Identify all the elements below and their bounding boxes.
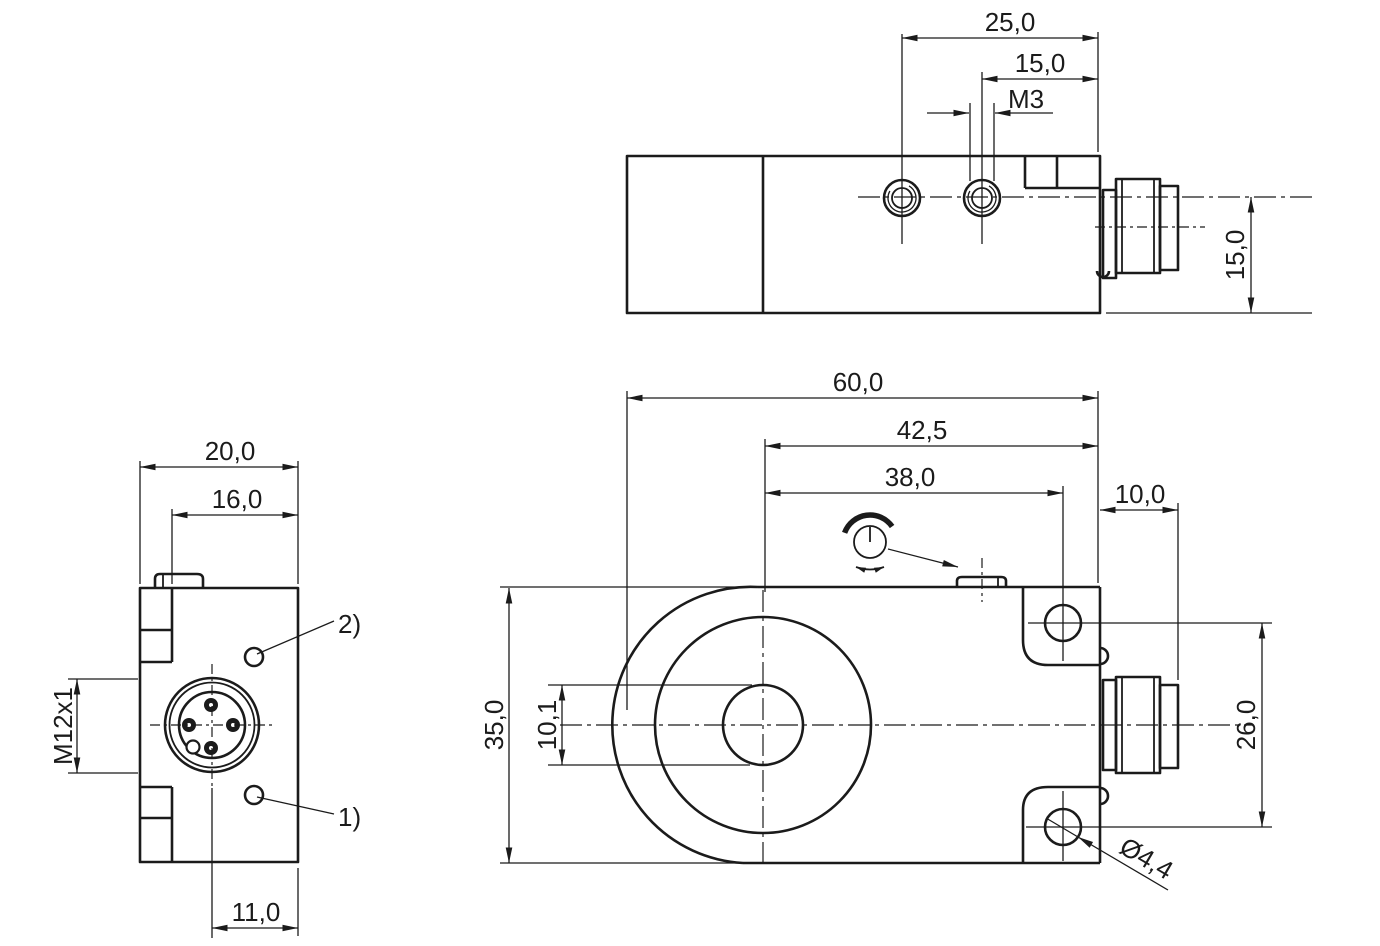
callout-led-2-label: 2): [338, 609, 361, 639]
dim-16-0-label: 16,0: [212, 484, 263, 514]
led-indicator-2: [243, 646, 265, 668]
connector-keyway-notch: [185, 739, 201, 755]
dim-42-5-label: 42,5: [897, 415, 948, 445]
side-view-body-outline: [138, 572, 300, 864]
dim-m3: M3: [927, 84, 1053, 181]
top-view-centerlines: [858, 34, 1312, 244]
callout-led-2: 2): [256, 609, 361, 655]
dim-10-1-label: 10,1: [532, 700, 562, 751]
callout-led-1: 1): [256, 796, 361, 832]
m12-connector-face: [150, 664, 276, 938]
dim-26-0-label: 26,0: [1231, 700, 1261, 751]
potentiometer-adjust-icon: [842, 512, 959, 573]
dim-25-0: 25,0: [902, 7, 1099, 152]
dim-26-0: 26,0: [1231, 623, 1266, 827]
dim-15-0-side-label: 15,0: [1220, 230, 1250, 281]
dim-15-0-top: 15,0: [982, 48, 1098, 83]
dim-10-0: 10,0: [1100, 479, 1179, 680]
dim-20-0: 20,0: [139, 436, 299, 584]
dim-25-0-label: 25,0: [985, 7, 1036, 37]
dim-60-0: 60,0: [626, 367, 1099, 710]
front-view-body-outline: [500, 575, 1110, 865]
front-view-centerlines: [560, 486, 1272, 866]
dim-38-0: 38,0: [765, 462, 1063, 497]
dim-m12x1-label: M12x1: [48, 687, 78, 765]
connector-pins: [182, 698, 240, 755]
dim-dia-4-4: Ø4,4: [1045, 817, 1178, 891]
dim-10-1: 10,1: [532, 684, 752, 766]
dim-11-0: 11,0: [212, 868, 299, 936]
dim-60-0-label: 60,0: [833, 367, 884, 397]
dim-38-0-label: 38,0: [885, 462, 936, 492]
dim-42-5: 42,5: [764, 415, 1098, 592]
callout-led-1-label: 1): [338, 802, 361, 832]
dim-m12x1: M12x1: [48, 678, 138, 774]
dim-35-0: 35,0: [479, 588, 513, 863]
dim-35-0-label: 35,0: [479, 700, 509, 751]
top-view: 25,0 15,0 M3 15,0: [625, 7, 1312, 315]
side-view: 2) 1) 20,0 16,0 M12x1 11,0: [48, 436, 361, 938]
m12-connector-side-profile-top: [1095, 177, 1180, 280]
top-view-body-outline: [625, 154, 1102, 315]
dim-11-0-label: 11,0: [232, 897, 281, 927]
dim-15-0-side: 15,0: [1106, 197, 1312, 314]
dim-20-0-label: 20,0: [205, 436, 256, 466]
potentiometer-bump: [955, 575, 1008, 587]
dim-16-0: 16,0: [171, 484, 298, 584]
led-indicator-1: [243, 784, 265, 806]
dim-10-0-label: 10,0: [1115, 479, 1166, 509]
dim-15-0-top-label: 15,0: [1015, 48, 1066, 78]
dim-m3-label: M3: [1008, 84, 1044, 114]
front-view: 60,0 42,5 38,0 10,0 35,0 10,1 26,0: [479, 367, 1272, 891]
